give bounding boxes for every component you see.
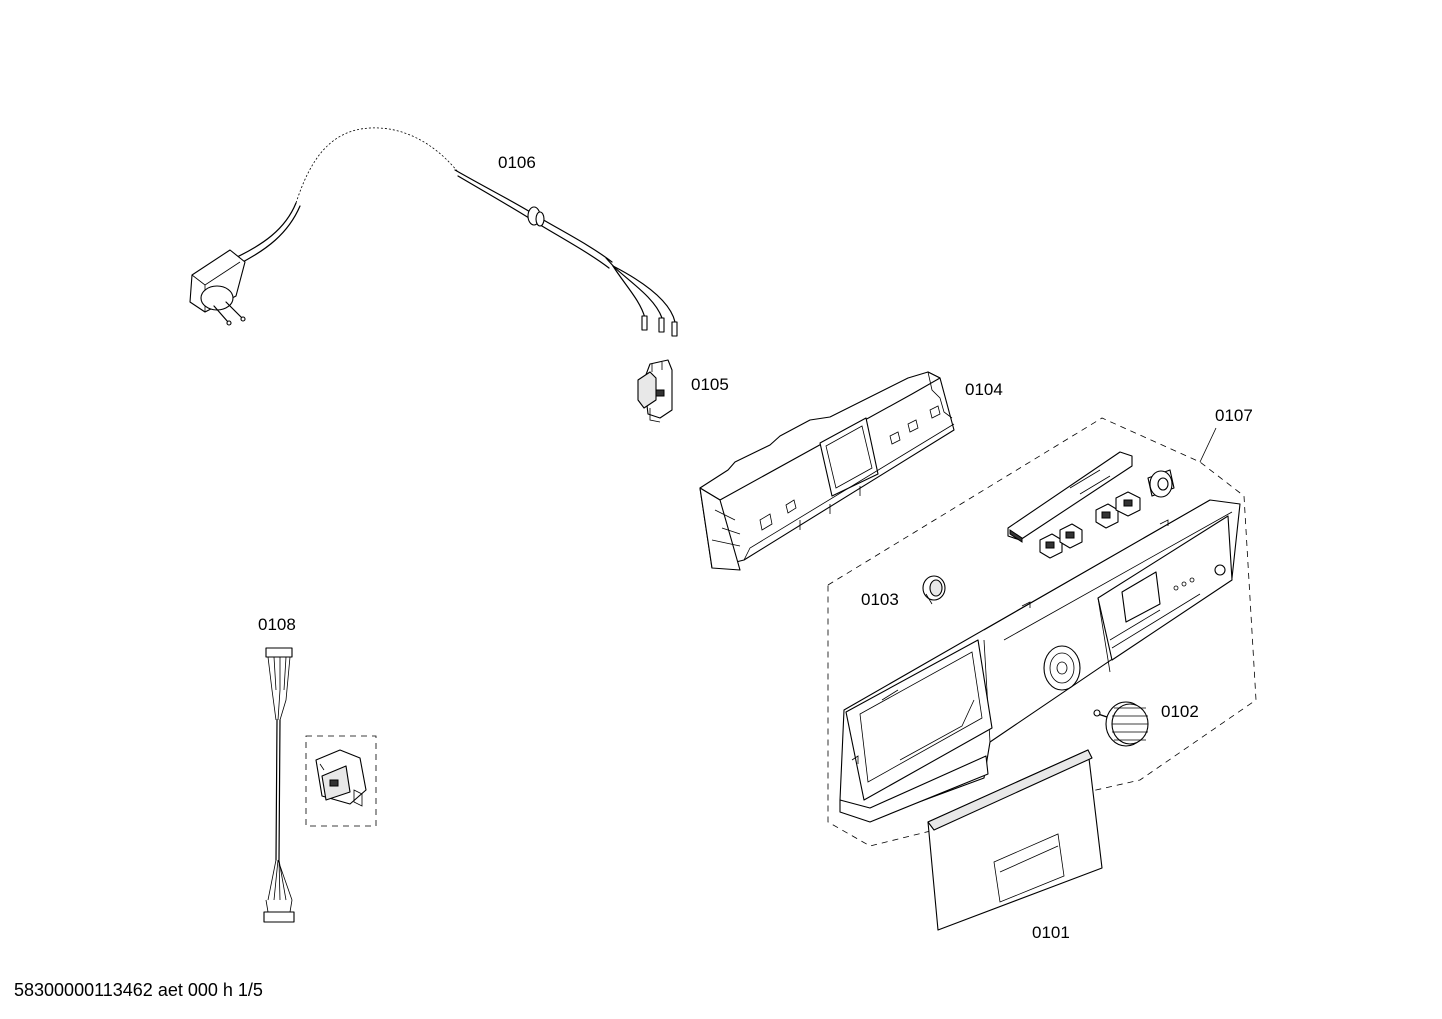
part-0107-panel-assembly-boundary <box>827 417 1257 847</box>
part-0105-connector <box>637 359 673 423</box>
part-0101-drawer-handle <box>927 749 1103 931</box>
label-0105: 0105 <box>691 375 729 394</box>
drawing-reference-footer: 58300000113462 aet 000 h 1/5 <box>14 980 263 1000</box>
part-0102-program-knob <box>1093 701 1149 747</box>
part-0104-electronic-module <box>699 371 955 571</box>
part-0107-control-panel <box>839 499 1241 823</box>
label-0107: 0107 <box>1215 406 1253 425</box>
label-0102: 0102 <box>1161 702 1199 721</box>
part-0103-indicator <box>922 575 946 605</box>
part-0107-button-set <box>1007 451 1175 559</box>
label-0104: 0104 <box>965 380 1003 399</box>
part-0108-wire-harness <box>263 647 295 923</box>
label-0101: 0101 <box>1032 923 1070 942</box>
label-0106: 0106 <box>498 153 536 172</box>
label-0108: 0108 <box>258 615 296 634</box>
label-0103: 0103 <box>861 590 899 609</box>
part-0108-connector-block <box>305 735 377 827</box>
part-0106-power-cord <box>189 127 678 337</box>
